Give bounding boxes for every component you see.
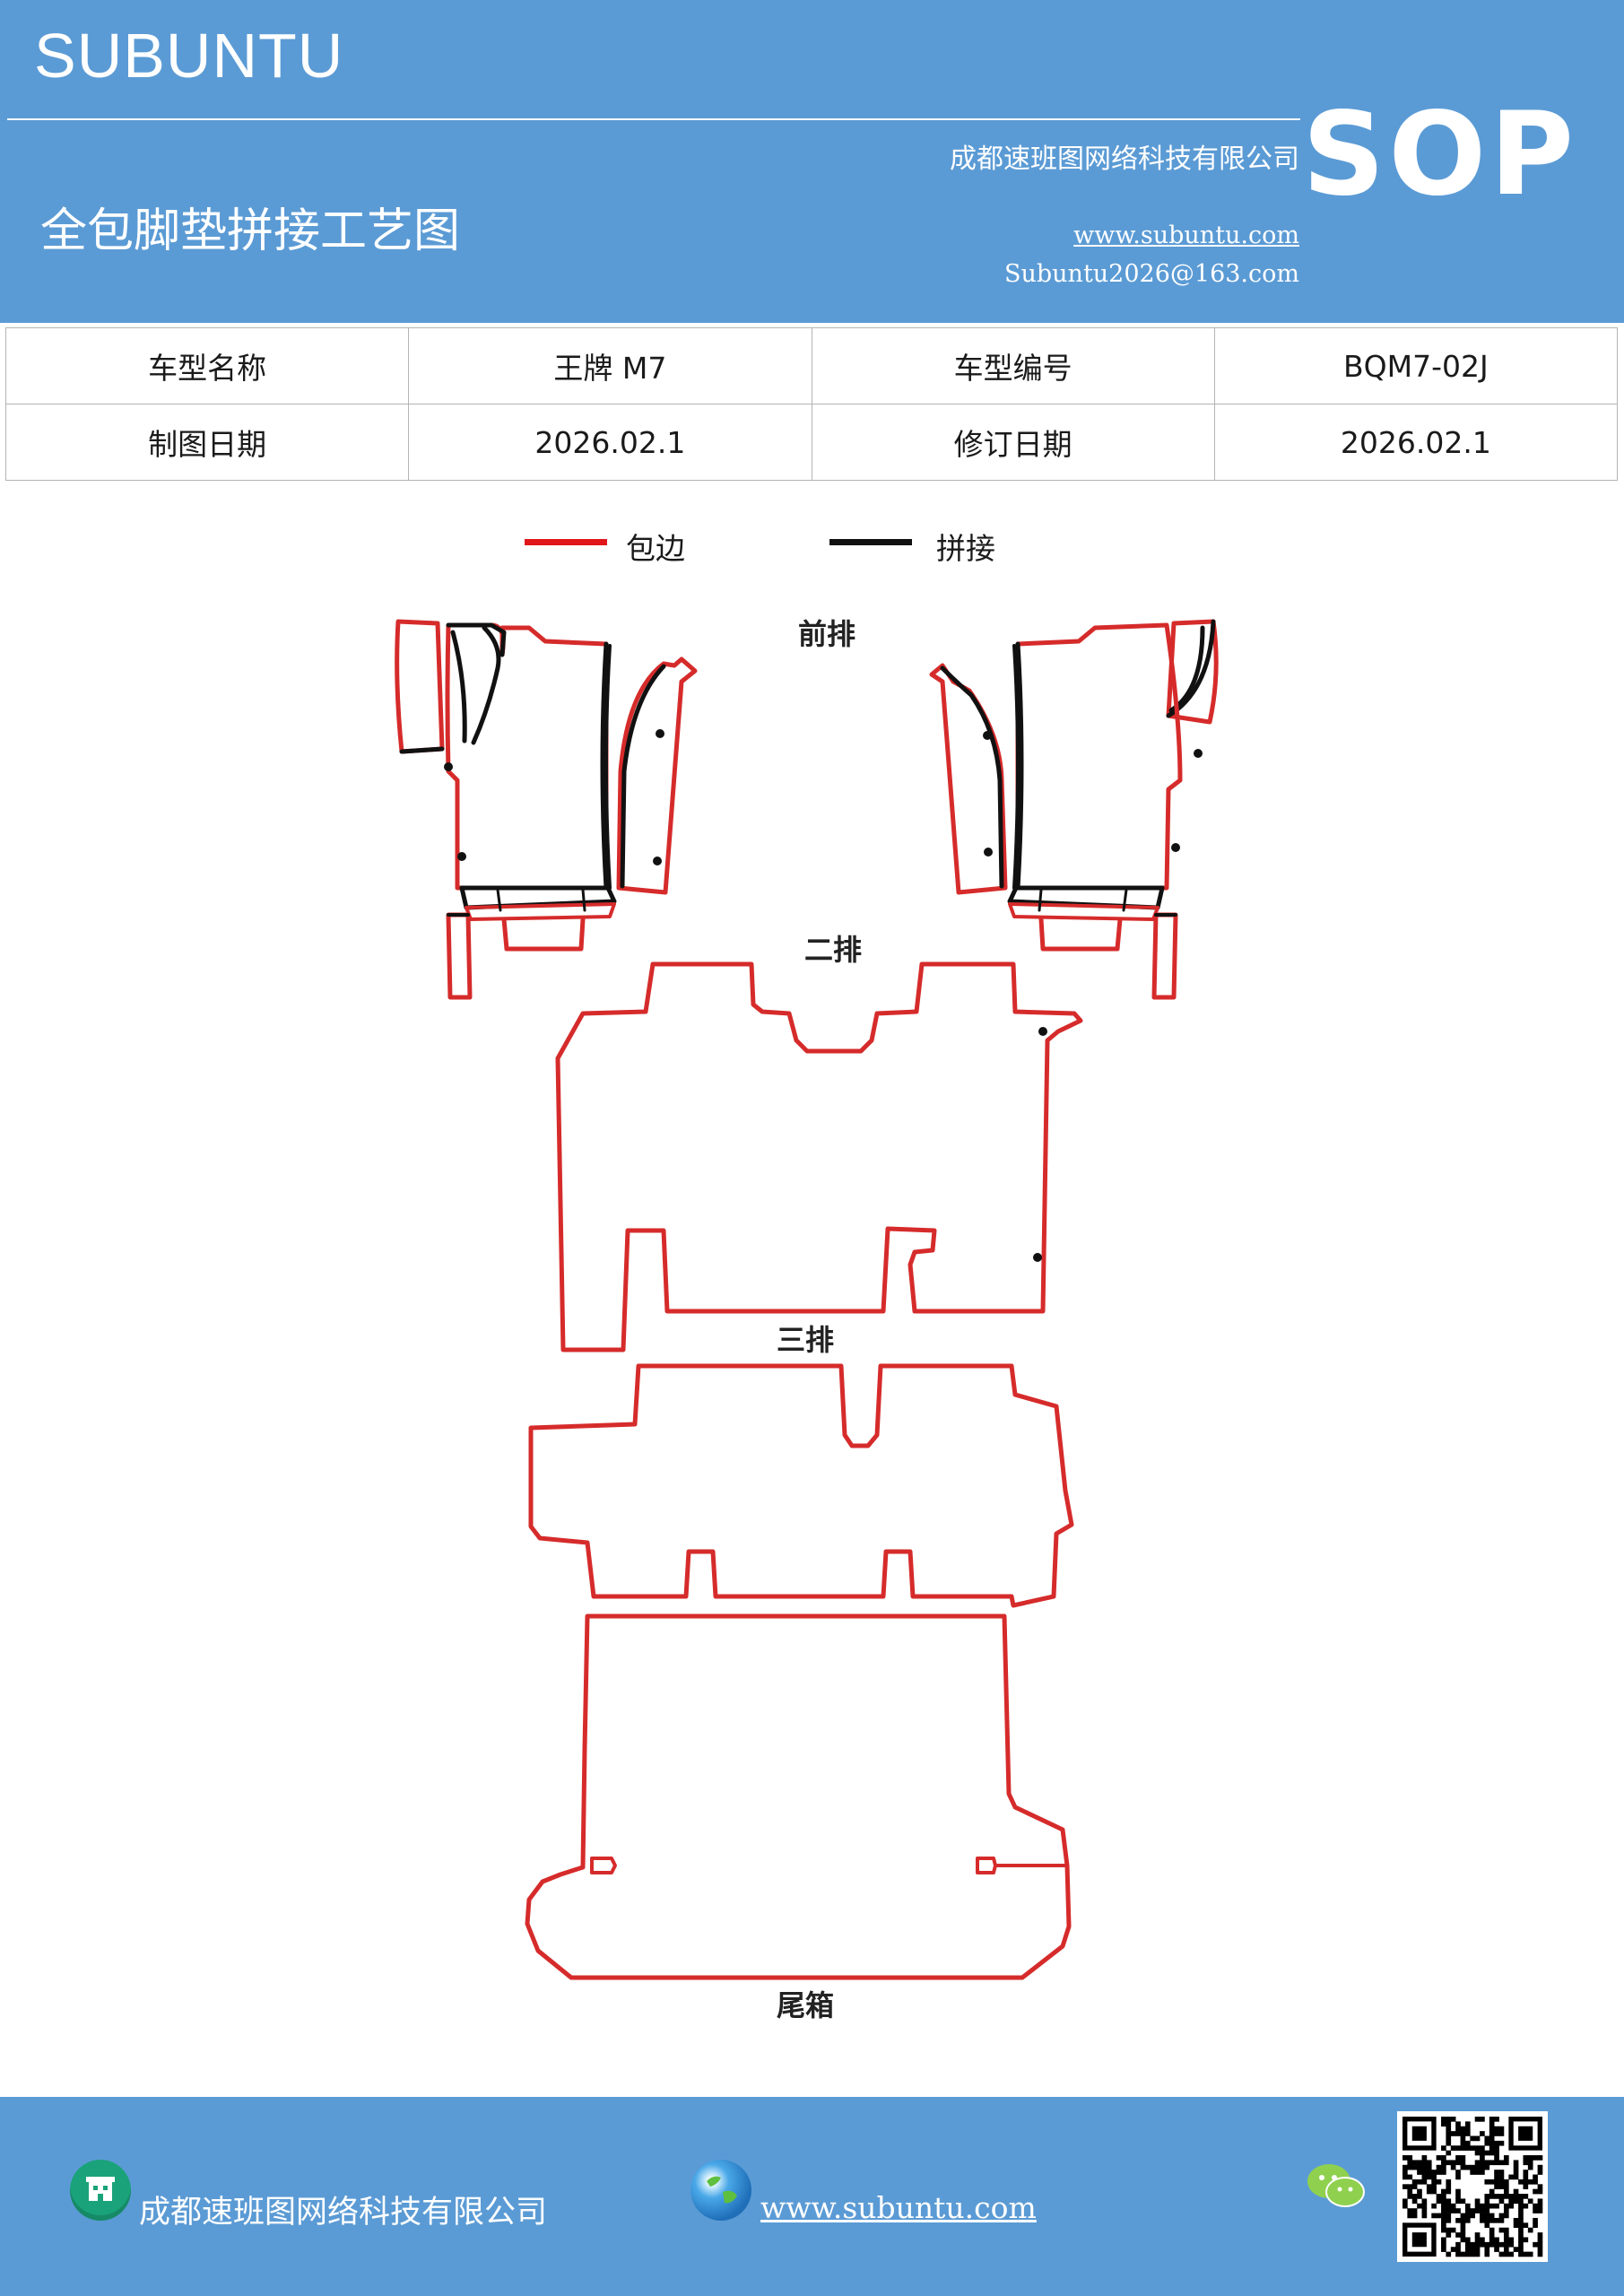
website-link[interactable]: www.subuntu.com xyxy=(1073,222,1299,249)
brand-logo: SUBUNTU xyxy=(34,21,344,91)
front-right-main-mat xyxy=(1015,622,1183,891)
label-revision-date: 修订日期 xyxy=(811,404,1215,481)
legend-edge-swatch xyxy=(525,539,607,545)
front-left-mat xyxy=(395,619,698,1000)
company-name: 成都速班图网络科技有限公司 xyxy=(950,144,1299,175)
legend: 包边 拼接 xyxy=(0,525,1624,570)
front-right-mat xyxy=(929,619,1219,1000)
table-row: 车型名称 王牌 M7 车型编号 BQM7-02J xyxy=(4,327,1619,404)
legend-seam-label: 拼接 xyxy=(936,531,995,566)
label-model-name: 车型名称 xyxy=(4,327,410,404)
front-right-strip xyxy=(1151,912,1178,1000)
vehicle-info-table: 车型名称 王牌 M7 车型编号 BQM7-02J 制图日期 2026.02.1 … xyxy=(4,327,1619,481)
label-model-code: 车型编号 xyxy=(811,327,1215,404)
front-left-side-pad xyxy=(395,619,445,754)
section-label-second: 二排 xyxy=(804,933,862,967)
label-drawing-date: 制图日期 xyxy=(4,404,410,481)
front-right-side-pad xyxy=(1166,619,1219,725)
second-row-mat xyxy=(555,961,1083,1352)
front-left-strip xyxy=(446,912,473,1000)
value-model-name: 王牌 M7 xyxy=(408,327,812,404)
footer-company-name: 成都速班图网络科技有限公司 xyxy=(139,2195,548,2231)
table-row: 制图日期 2026.02.1 修订日期 2026.02.1 xyxy=(4,404,1619,481)
sop-badge: SOP xyxy=(1302,88,1577,222)
qr-code xyxy=(1397,2111,1548,2262)
building-icon xyxy=(70,2160,131,2221)
third-row-mat xyxy=(528,1363,1074,1608)
value-drawing-date: 2026.02.1 xyxy=(408,404,812,481)
wechat-icon[interactable] xyxy=(1305,2160,1368,2213)
value-revision-date: 2026.02.1 xyxy=(1213,404,1619,481)
value-model-code: BQM7-02J xyxy=(1213,327,1619,404)
section-label-trunk: 尾箱 xyxy=(777,1988,834,2022)
header-divider xyxy=(7,118,1300,120)
legend-edge-label: 包边 xyxy=(626,531,685,566)
contact-email[interactable]: Subuntu2026@163.com xyxy=(1004,260,1299,288)
header-banner: SUBUNTU 成都速班图网络科技有限公司 全包脚垫拼接工艺图 www.subu… xyxy=(0,0,1624,323)
front-right-pedal-pad xyxy=(929,663,1008,895)
section-label-front: 前排 xyxy=(798,617,855,651)
globe-icon xyxy=(690,2160,751,2221)
front-left-pedal-pad xyxy=(616,657,698,895)
legend-seam-swatch xyxy=(829,539,912,545)
document-title: 全包脚垫拼接工艺图 xyxy=(40,204,461,258)
front-left-main-mat xyxy=(445,622,609,891)
footer-banner: 成都速班图网络科技有限公司 www.subuntu.com xyxy=(0,2097,1624,2296)
floor-mat-drawing: 前排 二排 三排 尾箱 xyxy=(395,617,1219,2022)
section-label-third: 三排 xyxy=(777,1323,834,1357)
footer-website-link[interactable]: www.subuntu.com xyxy=(760,2190,1037,2225)
trunk-mat xyxy=(525,1613,1072,1980)
